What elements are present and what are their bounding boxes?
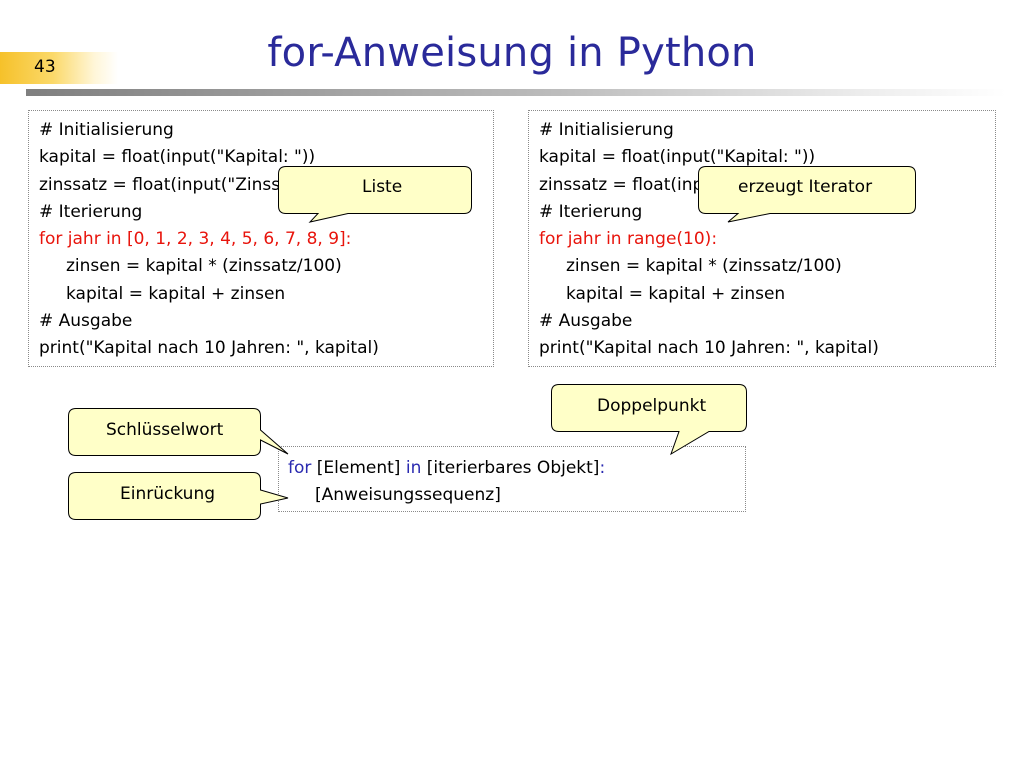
title-divider: [26, 89, 1006, 96]
callout-schluesselwort-bubble: [68, 408, 289, 456]
for-syntax-box: for [Element] in [iterierbares Objekt]: …: [278, 446, 746, 512]
syntax-body-line: [Anweisungssequenz]: [315, 485, 501, 506]
code-line: # Ausgabe: [39, 311, 133, 332]
code-line: kapital = float(input("Kapital: ")): [39, 147, 316, 168]
code-line: # Iterierung: [539, 201, 643, 222]
code-line-for-statement: for jahr in range(10):: [539, 229, 718, 250]
callout-liste-text: Liste: [362, 177, 403, 197]
callout-iterator-text: erzeugt Iterator: [738, 177, 873, 197]
code-block-range-version: # Initialisierung kapital = float(input(…: [528, 110, 996, 367]
code-line: # Iterierung: [39, 201, 143, 222]
callout-liste: Liste: [278, 166, 472, 223]
code-line-for-statement: for jahr in [0, 1, 2, 3, 4, 5, 6, 7, 8, …: [39, 229, 352, 250]
slide-number: 43: [34, 57, 56, 77]
callout-doppelpunkt: Doppelpunkt: [551, 384, 747, 456]
code-line: kapital = kapital + zinsen: [66, 283, 286, 304]
syntax-header-line: for [Element] in [iterierbares Objekt]:: [288, 455, 745, 482]
callout-doppelpunkt-bubble: [551, 384, 747, 456]
code-line: zinsen = kapital * (zinssatz/100): [66, 256, 342, 277]
keyword-in: in: [405, 458, 422, 478]
callout-einrueckung: Einrückung: [68, 472, 290, 522]
keyword-for: for: [288, 458, 312, 478]
callout-schluesselwort: Schlüsselwort: [68, 408, 290, 458]
syntax-element: [Element]: [311, 458, 406, 478]
syntax-colon: :: [599, 458, 606, 478]
callout-iterator: erzeugt Iterator: [698, 166, 916, 223]
code-block-list-version: # Initialisierung kapital = float(input(…: [28, 110, 494, 367]
code-line: kapital = kapital + zinsen: [566, 283, 786, 304]
code-line: print("Kapital nach 10 Jahren: ", kapita…: [539, 338, 879, 359]
callout-liste-bubble: [278, 166, 472, 223]
code-line: kapital = float(input("Kapital: ")): [539, 147, 816, 168]
code-line: zinsen = kapital * (zinssatz/100): [566, 256, 842, 277]
code-line: # Ausgabe: [539, 311, 633, 332]
slide-title: for-Anweisung in Python: [267, 30, 757, 76]
callout-schluesselwort-text: Schlüsselwort: [106, 420, 224, 440]
callout-einrueckung-text: Einrückung: [120, 484, 216, 504]
syntax-iterable: [iterierbares Objekt]: [421, 458, 600, 478]
callout-iterator-bubble: [698, 166, 916, 223]
callout-doppelpunkt-text: Doppelpunkt: [597, 396, 707, 416]
code-line: print("Kapital nach 10 Jahren: ", kapita…: [39, 338, 379, 359]
slide-number-badge: 43: [0, 52, 118, 84]
callout-einrueckung-bubble: [68, 472, 289, 520]
code-line: # Initialisierung: [39, 120, 174, 140]
code-line: # Initialisierung: [539, 120, 674, 140]
